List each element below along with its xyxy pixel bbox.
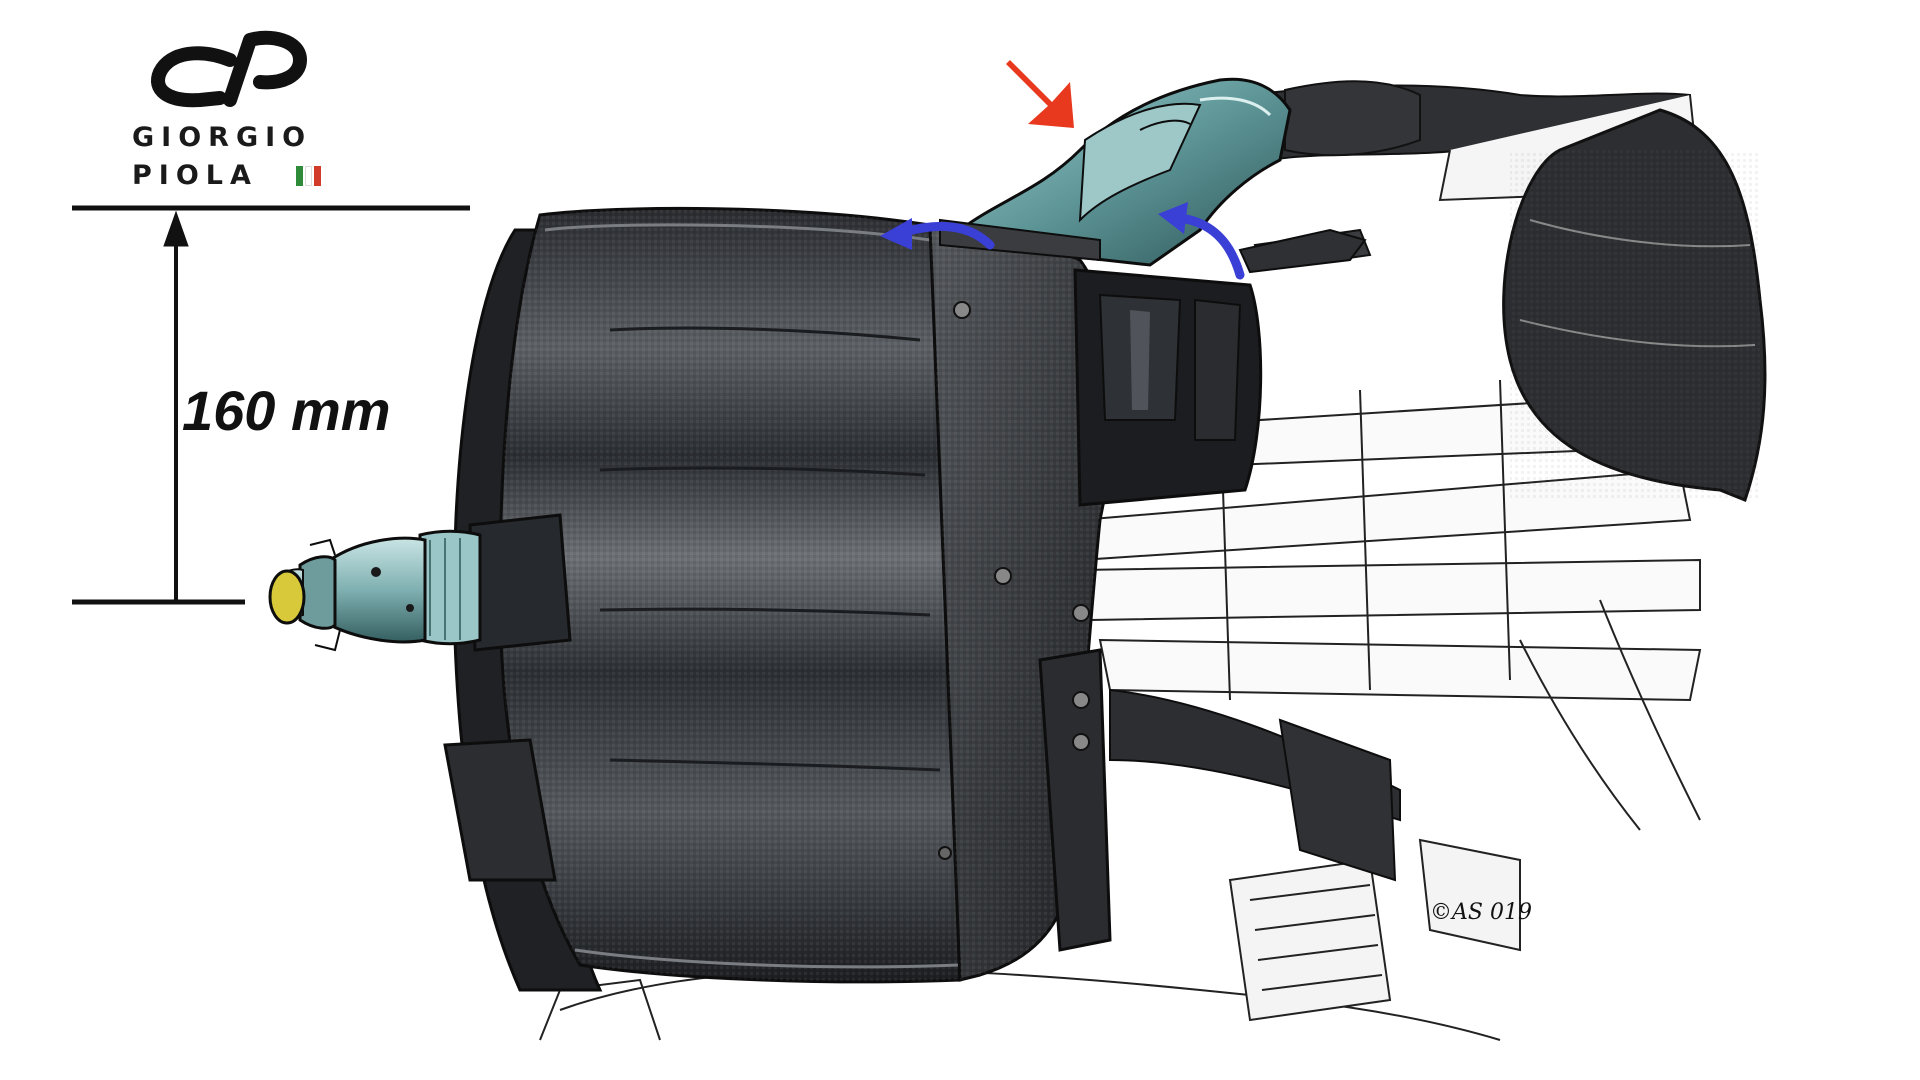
- dimension-label: 160 mm: [182, 379, 391, 442]
- flag-stripe-white: [305, 166, 312, 186]
- blue-arrow-left-icon: [900, 221, 995, 250]
- blue-arrowhead-left-icon: [880, 218, 912, 250]
- italian-flag-icon: [296, 166, 321, 186]
- brake-duct-panel: [928, 223, 1401, 982]
- giorgio-piola-logo-mark: [151, 30, 307, 108]
- brake-drum: [443, 206, 962, 992]
- airflow-arrows: [900, 213, 1245, 280]
- wheel-rim: [1502, 108, 1767, 502]
- flag-stripe-red: [314, 166, 321, 186]
- wheel-hub: [268, 513, 572, 652]
- logo-name-line1: GIORGIO: [132, 122, 313, 153]
- artist-signature: ©AS 019: [1430, 900, 1532, 925]
- logo-name-line2: PIOLA: [132, 160, 258, 191]
- dimension-indicator: [72, 205, 470, 605]
- red-arrow-icon: [1006, 60, 1074, 128]
- flag-stripe-green: [296, 166, 303, 186]
- blue-arrow-right-icon: [1175, 213, 1245, 280]
- teal-flow-conditioner: [939, 77, 1367, 274]
- dimension-arrow-head: [163, 210, 189, 247]
- blue-arrowhead-right-icon: [1158, 202, 1188, 234]
